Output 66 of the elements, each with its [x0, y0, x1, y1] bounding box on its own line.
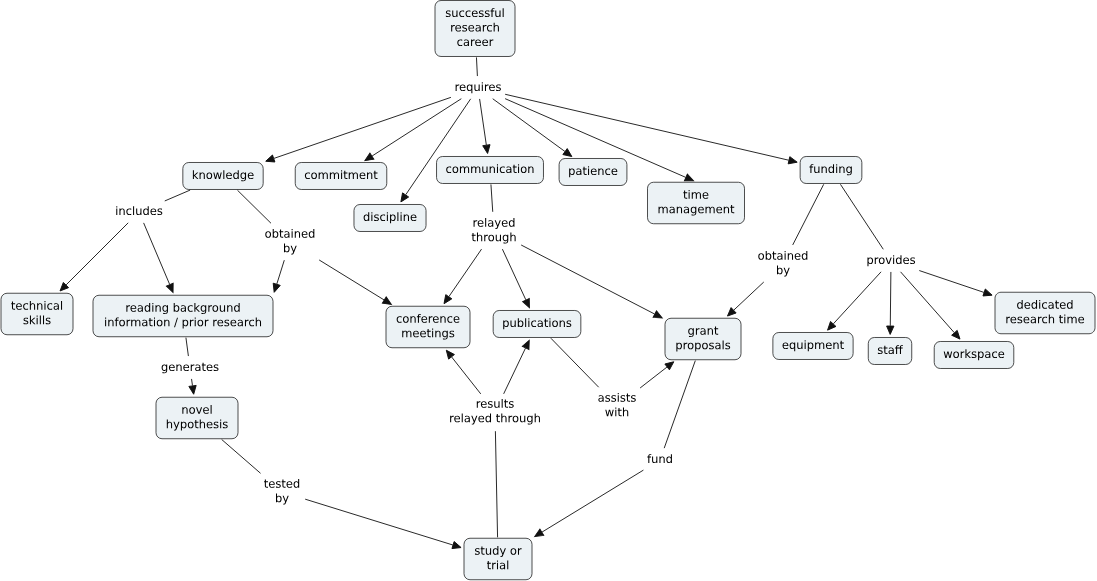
linking-phrase: obtained by [265, 228, 315, 255]
linking-phrase: obtained by [758, 250, 808, 277]
arrow [318, 259, 392, 305]
linking-phrase: requires [455, 82, 501, 94]
linking-phrase: fund [647, 454, 672, 464]
arrow [272, 259, 285, 293]
arrow [827, 271, 882, 331]
concept-box: commitment [294, 162, 388, 190]
concept-box: communication [436, 156, 544, 184]
concept-box: time management [647, 181, 745, 225]
arrow [639, 361, 675, 389]
arrow [443, 248, 482, 305]
arrow [503, 339, 530, 395]
concept-box: novel hypothesis [155, 396, 239, 440]
arrow [727, 281, 765, 317]
concept-box: patience [558, 158, 628, 186]
arrow [918, 270, 993, 297]
concept-box: dedicated research time [994, 291, 1096, 335]
linking-phrase: relayed through [471, 217, 516, 244]
connector-line [221, 439, 261, 474]
connector-line [550, 337, 600, 388]
concept-box: discipline [353, 204, 427, 232]
arrow [900, 271, 961, 340]
linking-phrase: includes [116, 206, 163, 216]
connector-line [840, 183, 884, 250]
arrow [504, 93, 798, 165]
connector-line [792, 183, 825, 246]
concept-box: study or trial [463, 537, 533, 581]
arrow [59, 222, 129, 292]
arrow [364, 98, 462, 162]
arrow [188, 378, 197, 395]
concept-box: funding [799, 156, 863, 184]
connector-line [237, 189, 272, 224]
arrow [445, 349, 482, 395]
linking-phrase: provides [867, 255, 916, 267]
concept-box: technical skills [0, 292, 74, 336]
arrow [501, 248, 530, 309]
connector-line [185, 337, 189, 357]
arrow [479, 98, 491, 154]
connector-line [164, 189, 191, 202]
arrow [265, 96, 452, 163]
connector-line [494, 430, 498, 538]
arrow [492, 98, 573, 157]
arrow [534, 469, 644, 538]
arrow [143, 222, 174, 293]
concept-box: workspace [933, 341, 1015, 369]
arrow [504, 98, 695, 182]
concept-box: successful research career [434, 0, 516, 57]
connector-line [490, 183, 494, 213]
concept-box: grant proposals [664, 317, 742, 361]
concept-box: reading background information / prior research [92, 294, 274, 338]
concept-box: staff [867, 337, 913, 365]
connector-line [663, 360, 696, 449]
linking-phrase: assists with [598, 392, 636, 417]
concept-box: publications [492, 310, 582, 338]
linking-phrase: tested by [264, 478, 300, 505]
concept-box: knowledge [182, 162, 264, 190]
arrow [304, 498, 462, 550]
linking-phrase: generates [161, 362, 219, 374]
arrow [400, 98, 472, 203]
connector-line [476, 56, 478, 77]
linking-phrase: results relayed through [450, 398, 540, 425]
concept-box: equipment [772, 332, 854, 360]
arrow [520, 244, 663, 319]
concept-box: conference meetings [385, 305, 471, 349]
arrow [886, 271, 895, 335]
